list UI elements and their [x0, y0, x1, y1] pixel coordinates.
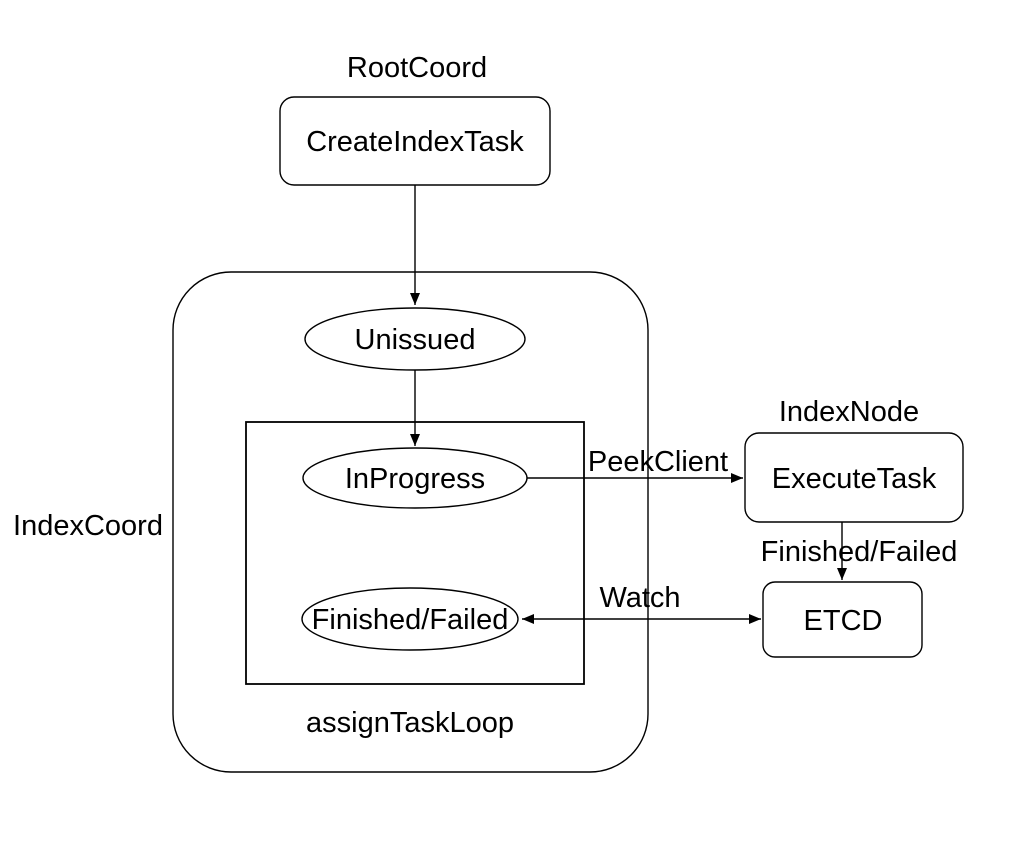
node-in-progress	[302, 447, 528, 509]
node-etcd	[762, 581, 923, 658]
root-coord-label: RootCoord	[347, 52, 487, 84]
index-node-label: IndexNode	[779, 396, 919, 428]
node-execute-task	[744, 432, 964, 523]
etcd-label: ETCD	[804, 605, 883, 637]
node-create-index-task	[279, 96, 551, 186]
index-coord-label: IndexCoord	[13, 510, 163, 542]
node-unissued	[304, 307, 526, 371]
assign-task-loop-label: assignTaskLoop	[306, 707, 514, 739]
execute-task-label: ExecuteTask	[772, 463, 937, 495]
peek-client-edge-label: PeekClient	[588, 446, 728, 478]
unissued-label: Unissued	[355, 324, 476, 356]
create-index-task-label: CreateIndexTask	[306, 126, 524, 158]
node-finished-failed	[301, 587, 519, 651]
finished-failed-node-label: Finished/Failed	[312, 604, 509, 636]
in-progress-label: InProgress	[345, 463, 485, 495]
finished-failed-edge-label: Finished/Failed	[761, 536, 958, 568]
watch-edge-label: Watch	[599, 582, 680, 614]
index-coord-container	[172, 271, 649, 773]
